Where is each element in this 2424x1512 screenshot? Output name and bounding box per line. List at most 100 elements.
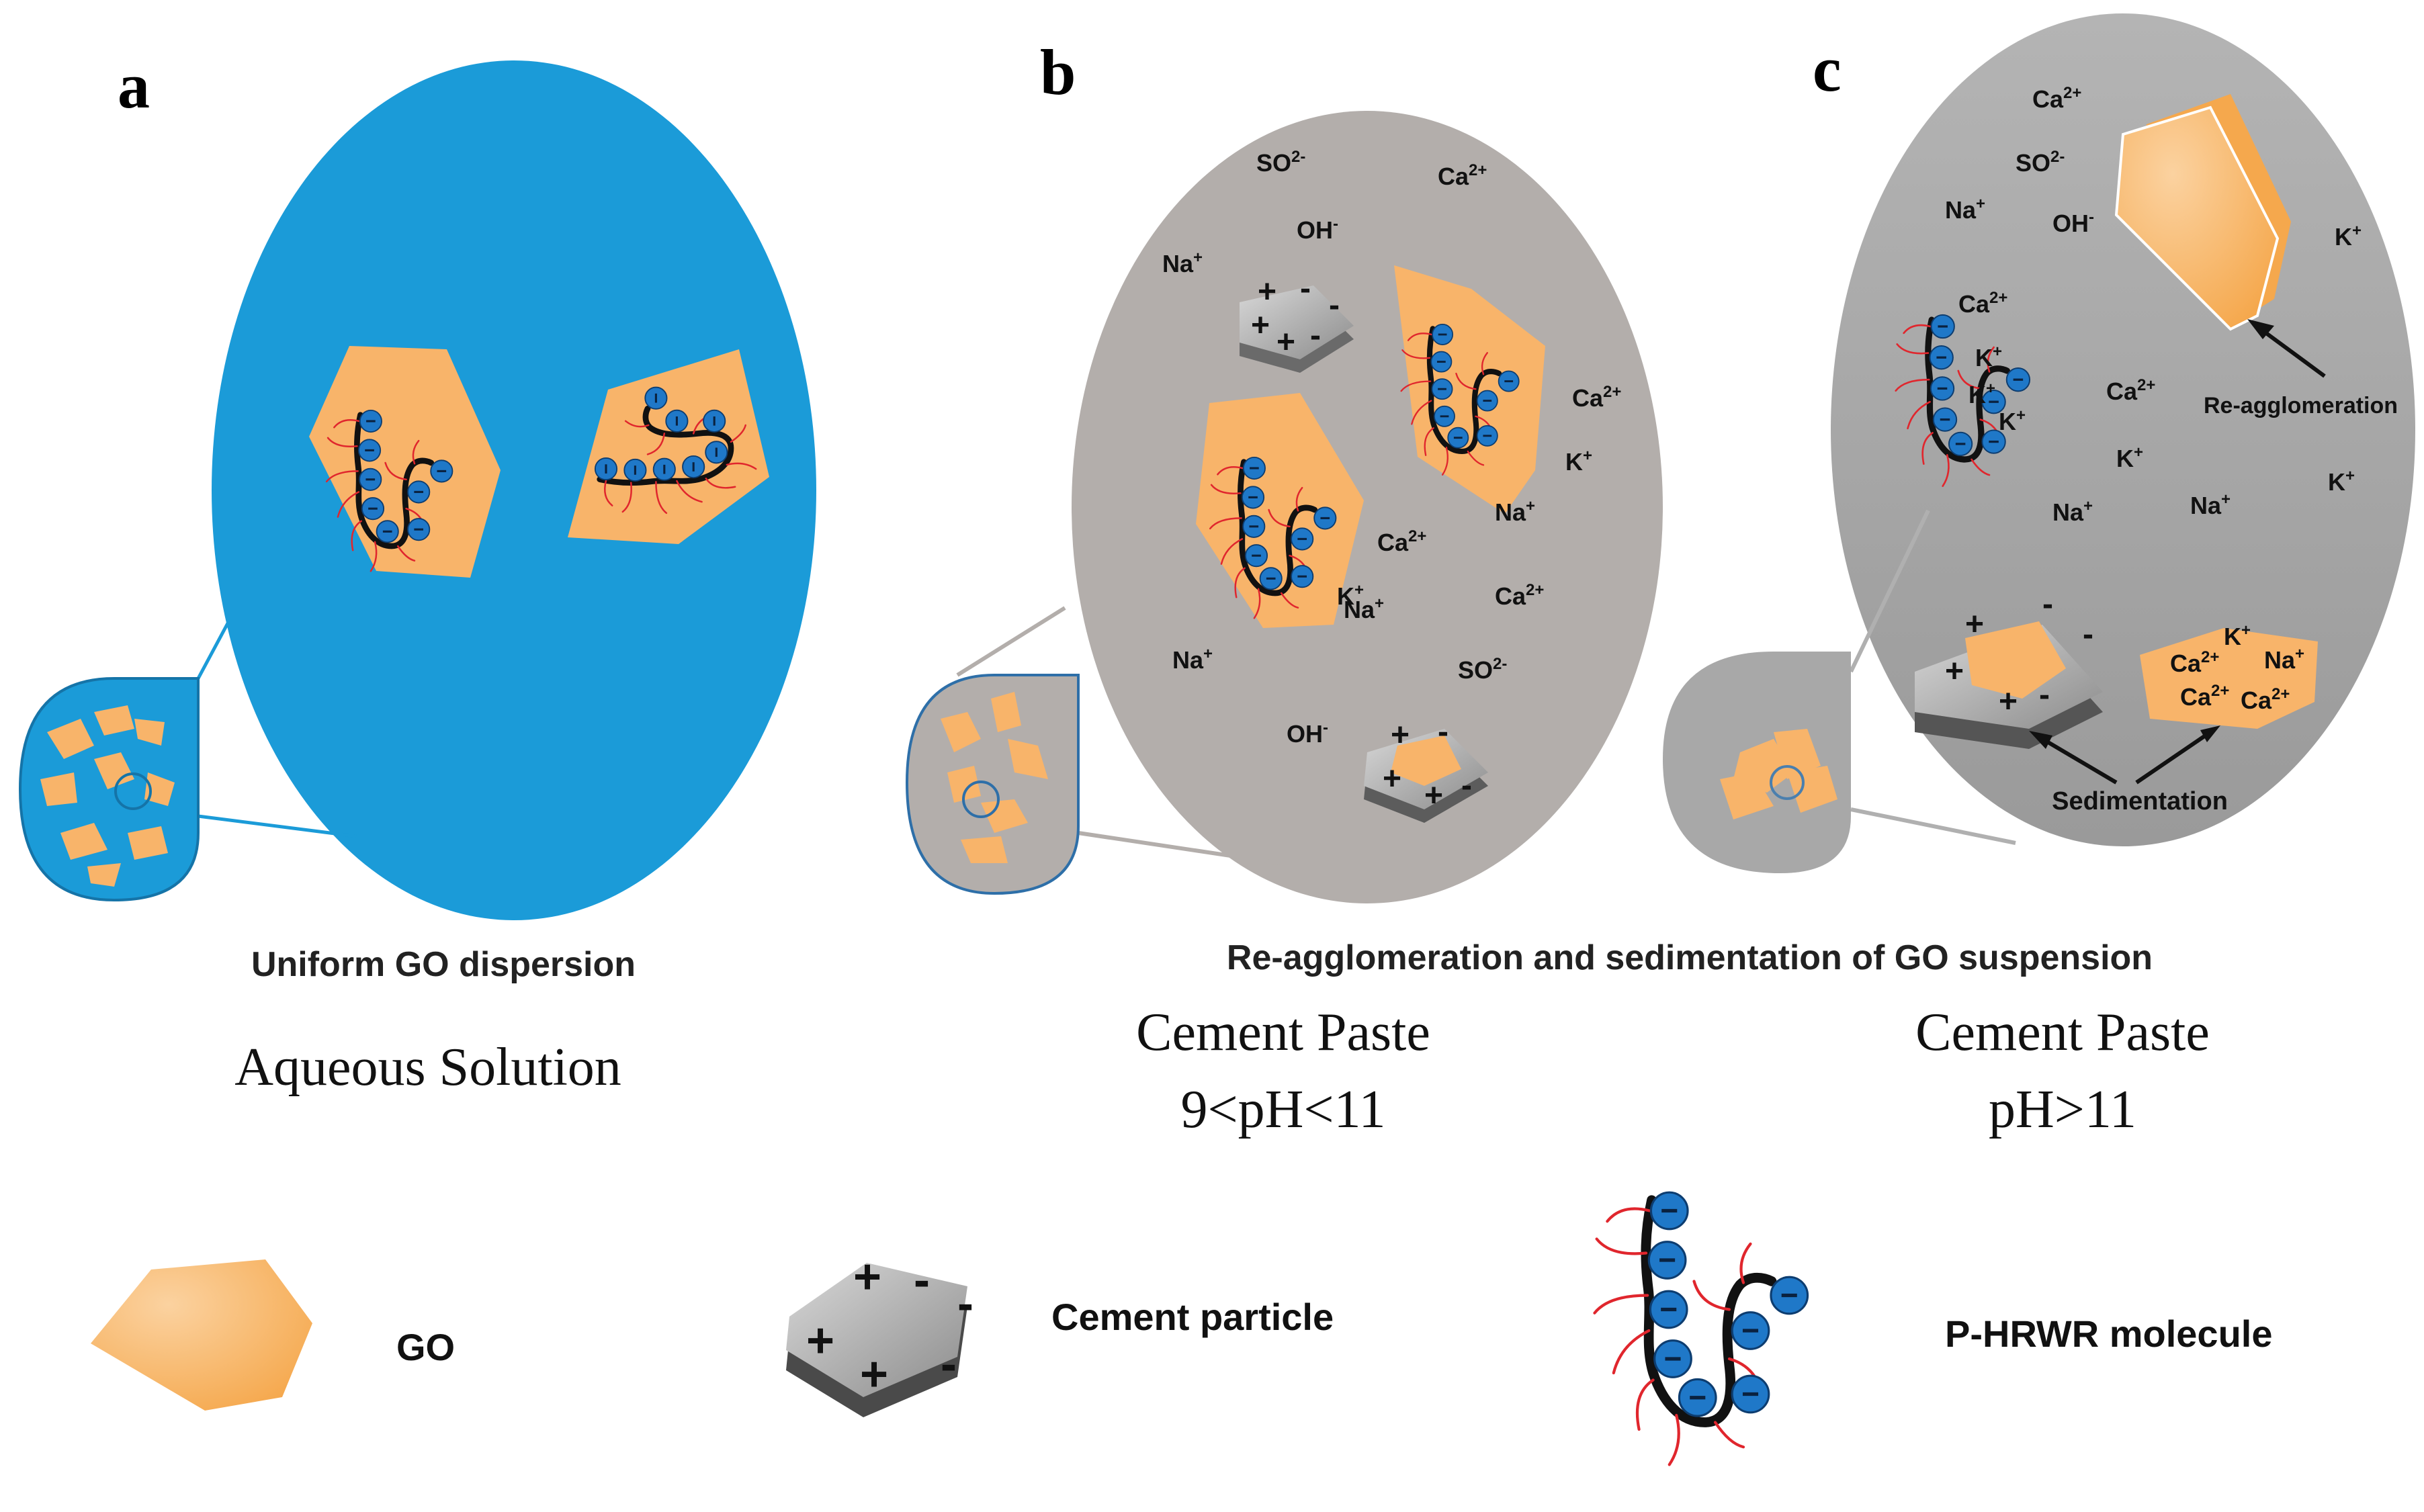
panel-b-ions: SO2-Ca2+OH-Na+Ca2+K+Na+Ca2+K+Na+Ca2+Na+S… (1162, 148, 1621, 748)
panel-c-go-agglomerate-front (2114, 105, 2280, 331)
plus-sign: + (1383, 761, 1401, 797)
panel-c-charges: +--++- (1945, 586, 2093, 719)
minus-sign: - (1329, 287, 1340, 323)
panel-b-paste-ellipse (1072, 111, 1663, 903)
legend-go-label: GO (396, 1326, 455, 1368)
panel-c-ion-label: K+ (1999, 406, 2026, 435)
panel-c-ion-label: OH- (2052, 208, 2094, 237)
plus-sign: + (1945, 654, 1964, 689)
panel-b-go-sheet-lower (1196, 393, 1364, 628)
panel-b-ph: 9<pH<11 (1180, 1080, 1385, 1139)
plus-sign: + (1965, 607, 1984, 642)
panel-b-ion-label: Ca2+ (1438, 161, 1487, 190)
panel-c-hrwr-molecule (1896, 315, 2030, 486)
minus-sign: - (2039, 677, 2050, 713)
panel-b-ion-label: SO2- (1458, 655, 1507, 684)
plus-sign: + (1251, 308, 1270, 343)
plus-sign: + (1391, 717, 1410, 753)
panel-c-letter: c (1813, 33, 1842, 105)
legend-cement-icon (786, 1263, 967, 1417)
panel-a-hrwr-molecule-right (595, 388, 756, 513)
panel-c-ion-label: Ca2+ (2106, 376, 2155, 405)
panel-a-inset-focus-circle (114, 772, 152, 810)
panel-b-ion-label: Na+ (1172, 645, 1213, 674)
panel-c-ion-label: Ca2+ (2241, 685, 2290, 714)
panel-c-sedimentation-label: Sedimentation (2052, 787, 2228, 815)
panel-c-ions: Ca2+SO2-Na+OH-K+Ca2+K+K+K+Ca2+K+Na+Na+K+… (1945, 84, 2362, 714)
panel-c-zoom-line (1850, 807, 2016, 845)
plus-sign: + (1999, 684, 2018, 719)
plus-sign: + (860, 1347, 888, 1401)
panel-b-ion-label: Ca2+ (1495, 581, 1544, 610)
legend-hrwr-label: P-HRWR molecule (1945, 1313, 2272, 1355)
panel-b-ion-label: K+ (1565, 447, 1592, 476)
panel-b: b SO2-Ca2+OH-Na+Ca2+K+Na+Ca2+K+ (905, 36, 1663, 1139)
plus-sign: + (1276, 324, 1295, 360)
panel-a-caption: Uniform GO dispersion (251, 945, 636, 984)
panel-b-ion-label: Na+ (1495, 497, 1535, 526)
panel-c-ion-label: Na+ (2264, 645, 2304, 674)
legend-go-icon (91, 1259, 312, 1411)
panel-c-ion-label: K+ (2328, 467, 2355, 496)
panel-c-ion-label: K+ (2224, 621, 2251, 650)
minus-sign: - (957, 1277, 973, 1331)
panel-a-water-ellipse (212, 60, 816, 920)
plus-sign: + (853, 1250, 881, 1304)
panel-a: a Uniform GO dispersion Aqueous Solution (18, 50, 816, 1097)
panel-a-inset-go-flakes (40, 705, 175, 887)
panel-b-ion-label: Ca2+ (1572, 383, 1621, 412)
minus-sign: - (1300, 271, 1311, 306)
panel-c-ion-label: Ca2+ (1958, 289, 2007, 318)
panel-c-ion-label: K+ (1975, 343, 2002, 371)
legend: GO +--++- Cement particle P-HRWR molecul… (91, 1192, 2272, 1464)
minus-sign: - (1310, 318, 1321, 353)
panel-a-zoom-line (196, 583, 251, 680)
panel-a-letter: a (118, 50, 150, 122)
minus-sign: - (2083, 617, 2093, 652)
panel-b-inset-focus-circle (962, 781, 1000, 818)
panel-b-letter: b (1040, 36, 1076, 108)
panel-b-ion-label: K+ (1337, 581, 1364, 610)
legend-cement-label: Cement particle (1051, 1296, 1334, 1338)
panel-c-ion-label: K+ (2116, 443, 2143, 472)
panel-b-inset-go-flakes (941, 692, 1048, 863)
panel-c-ion-label: Na+ (1945, 195, 1985, 224)
panel-c-ion-label: Na+ (2190, 490, 2231, 519)
panel-c-ion-label: K+ (2335, 222, 2362, 251)
panel-c-ion-label: K+ (1968, 380, 1995, 408)
panel-c-reagglomeration-arrowhead (2247, 319, 2274, 339)
panel-c-cement-with-go (1915, 621, 2103, 749)
minus-sign: - (1438, 714, 1448, 750)
panel-c-ion-label: Na+ (2052, 497, 2093, 526)
panel-c-reagglomeration-arrow (2259, 327, 2326, 378)
panel-c-inset-go-agglomerate (1720, 729, 1837, 819)
panel-b-ion-label: OH- (1297, 215, 1338, 244)
panel-b-charges: +--++-+-++- (1251, 271, 1472, 813)
panel-c-inset-focus-circle (1770, 765, 1805, 800)
legend-hrwr-icon (1594, 1192, 1807, 1464)
panel-b-ion-label: Na+ (1344, 594, 1384, 623)
panel-c-reagglomeration-label: Re-agglomeration (2204, 393, 2398, 418)
panel-c-sedimentation-arrowhead-left (2029, 731, 2052, 749)
panel-a-go-sheet-right (568, 349, 769, 544)
panel-b-hrwr-molecule-upper (1401, 324, 1519, 475)
minus-sign: - (2042, 586, 2053, 622)
panel-c-ion-label: Ca2+ (2032, 84, 2081, 113)
plus-sign: + (806, 1314, 834, 1368)
panel-c-medium: Cement Paste (1915, 1003, 2210, 1062)
minus-sign: - (1461, 768, 1472, 803)
caption-bc: Re-agglomeration and sedimentation of GO… (1227, 938, 2153, 977)
plus-sign: + (1424, 778, 1443, 813)
panel-b-ion-label: Na+ (1162, 249, 1203, 277)
panel-b-zoom-line (956, 606, 1066, 677)
panel-c-ph: pH>11 (1989, 1080, 2136, 1139)
panel-a-zoom-line (198, 814, 357, 838)
panel-b-medium: Cement Paste (1136, 1003, 1430, 1062)
panel-a-medium: Aqueous Solution (234, 1038, 621, 1097)
panel-c-sedimentation-arrowhead-right (2200, 725, 2220, 742)
panel-a-go-sheet-left (309, 346, 501, 578)
panel-c-ion-label: Ca2+ (2170, 648, 2219, 677)
panel-c-ion-label: SO2- (2016, 148, 2065, 177)
panel-b-ion-label: SO2- (1256, 148, 1305, 177)
panel-b-hrwr-molecule-lower (1210, 457, 1336, 618)
